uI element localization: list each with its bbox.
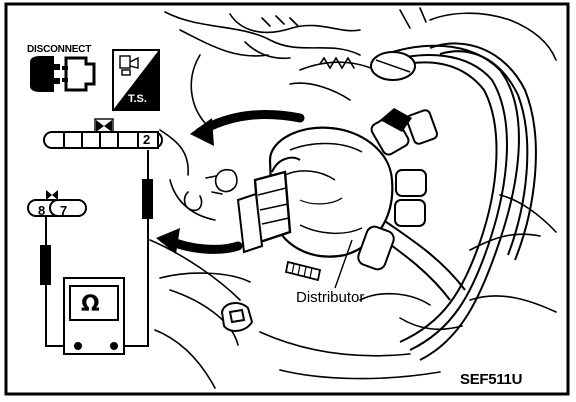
arrow-to-distributor-connector: [190, 110, 305, 146]
wire-boot: [370, 51, 416, 81]
ts-label: T.S.: [128, 93, 147, 105]
arrow-to-harness-connector: [156, 228, 243, 254]
disconnect-label: DISCONNECT: [27, 44, 92, 55]
distributor-callout: Distributor: [296, 289, 365, 306]
pin-7-label: 7: [60, 203, 68, 218]
ohm-symbol: Ω: [81, 292, 100, 317]
spark-plug-wires: [344, 42, 537, 361]
troubleshooting-icon: [112, 49, 160, 111]
distributor-leader-line: [334, 239, 353, 289]
figure-frame: [4, 2, 570, 396]
figure-code: SEF511U: [460, 371, 523, 388]
distributor-connector-strip: [43, 118, 163, 149]
distributor-harness-connector: [236, 156, 301, 254]
connector-latch-icon: [94, 118, 114, 133]
ohmmeter: [63, 277, 125, 355]
pin-2-label: 2: [143, 132, 151, 147]
pin-8-label: 8: [38, 203, 46, 218]
lower-sensor: [220, 302, 254, 332]
disconnect-icon: [30, 56, 96, 92]
harness-connector-8-7: [27, 190, 87, 217]
probe-leads: [40, 150, 153, 347]
connector-latch-icon-small: [46, 190, 58, 200]
mounting-bolt: [284, 260, 322, 282]
distributor: [268, 108, 438, 271]
